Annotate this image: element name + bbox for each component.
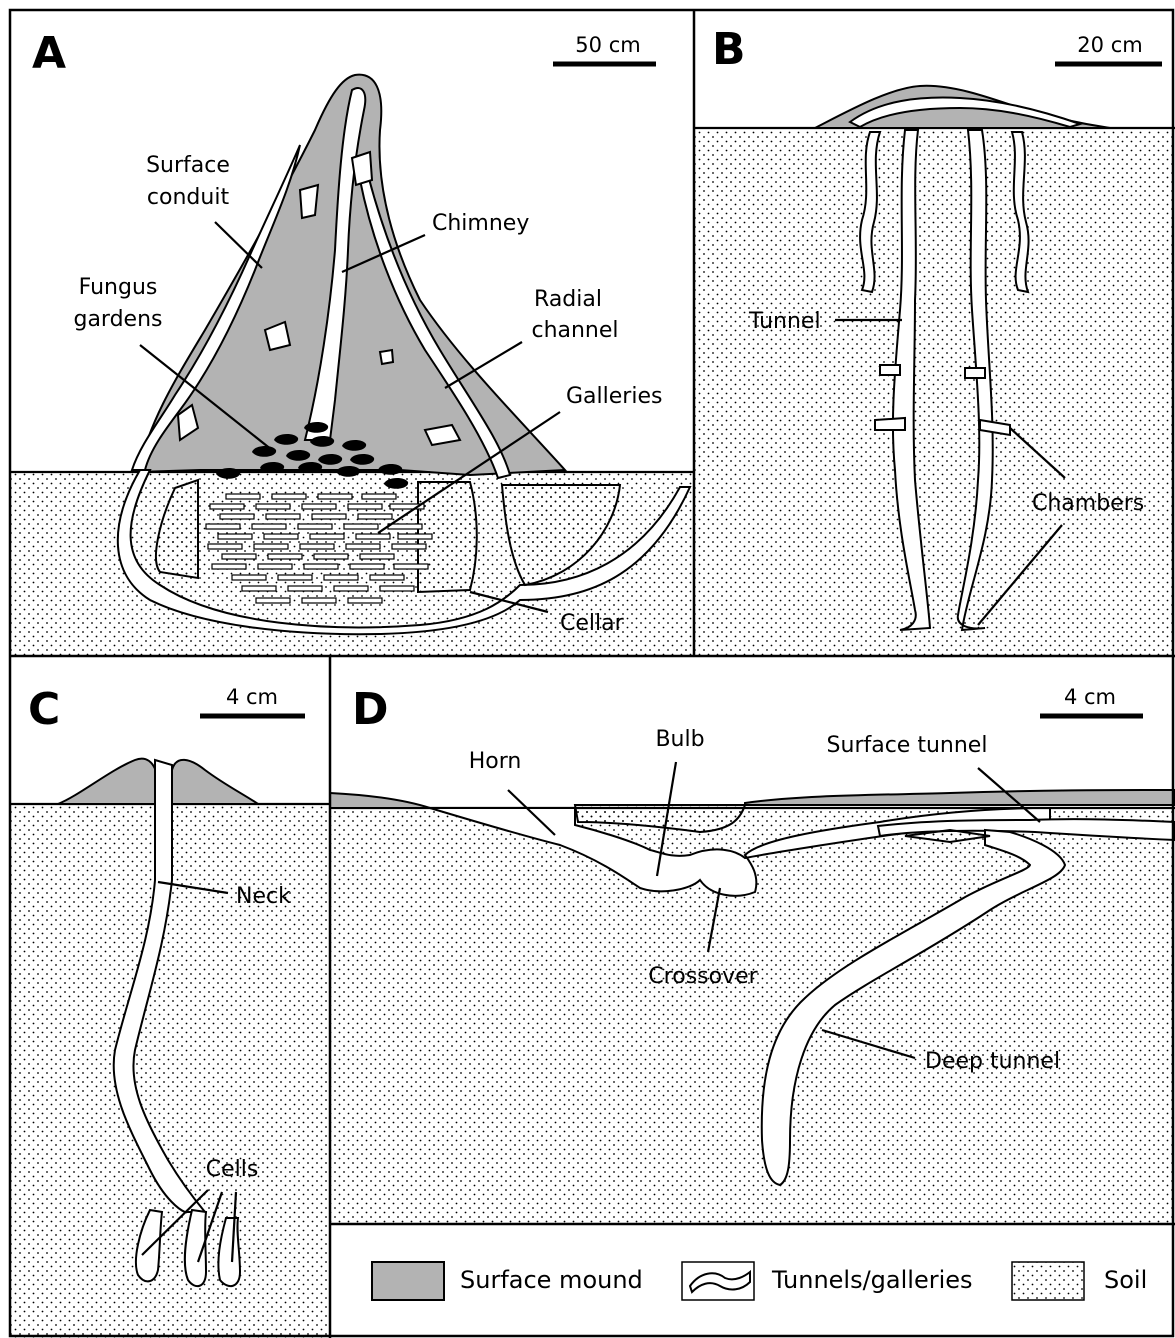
panel-a-label-chimney: Chimney (432, 211, 529, 236)
panel-b-letter: B (712, 24, 746, 75)
gallery-bar (218, 534, 252, 539)
gallery-bar (266, 514, 300, 519)
panel-b: B 20 cm Tunnel Chambers (694, 24, 1175, 656)
panel-d-label-bulb: Bulb (655, 727, 704, 752)
panel-a-label-radial-2: channel (531, 318, 618, 343)
gallery-bar (348, 504, 382, 509)
gallery-bar (220, 514, 254, 519)
gallery-bar (258, 564, 292, 569)
gallery-bar (394, 564, 428, 569)
gallery-bar (300, 544, 334, 549)
gallery-bar (268, 554, 302, 559)
panel-c-label-neck: Neck (236, 884, 291, 909)
gallery-bar (348, 598, 382, 603)
gallery-bar (232, 575, 266, 580)
gallery-bar (210, 504, 244, 509)
panel-a-letter: A (32, 28, 66, 79)
gallery-bar (334, 586, 368, 591)
panel-b-chamber-mid-left (880, 365, 900, 375)
gallery-bar (360, 554, 394, 559)
gallery-bar (256, 504, 290, 509)
gallery-bar (252, 524, 286, 529)
gallery-bar (264, 534, 298, 539)
gallery-bar (318, 494, 352, 499)
legend-label-tunnel: Tunnels/galleries (771, 1266, 973, 1294)
panel-b-chamber-left (875, 418, 905, 430)
panel-c-letter: C (28, 684, 60, 735)
panel-d-scale-label: 4 cm (1064, 685, 1116, 709)
gallery-bar (358, 514, 392, 519)
panel-a-label-surface-conduit-2: conduit (147, 185, 230, 210)
gallery-bar (392, 544, 426, 549)
gallery-bar (302, 598, 336, 603)
gallery-bar (254, 544, 288, 549)
gallery-bar (350, 564, 384, 569)
panel-a-label-galleries: Galleries (566, 384, 662, 409)
gallery-bar (302, 504, 336, 509)
panel-b-label-chambers: Chambers (1032, 491, 1144, 516)
legend-swatch-soil (1012, 1262, 1084, 1300)
gallery-bar (208, 544, 242, 549)
panel-d-label-deep-tunnel: Deep tunnel (925, 1049, 1060, 1074)
panel-d-letter: D (352, 684, 389, 735)
gallery-bar (314, 554, 348, 559)
gallery-bar (346, 544, 380, 549)
gallery-bar (324, 575, 358, 580)
gallery-bar (298, 524, 332, 529)
panel-a: A 50 cm Surface conduit Chimney Fungus g… (10, 28, 694, 656)
gallery-bar (356, 534, 390, 539)
gallery-bar (256, 598, 290, 603)
gallery-bar (242, 586, 276, 591)
legend-label-soil: Soil (1104, 1266, 1147, 1294)
panel-c-scale-label: 4 cm (226, 685, 278, 709)
legend-label-mound: Surface mound (460, 1266, 643, 1294)
panel-d-label-surface-tunnel: Surface tunnel (827, 733, 988, 758)
gallery-bar (398, 534, 432, 539)
gallery-bar (212, 564, 246, 569)
panel-a-hole-4 (380, 350, 393, 364)
gallery-bar (222, 554, 256, 559)
panel-d: D 4 cm Horn Bulb Surface tunnel Crossove… (330, 684, 1175, 1300)
panel-a-label-fungus-2: gardens (73, 307, 162, 332)
gallery-bar (304, 564, 338, 569)
panel-b-scale-label: 20 cm (1077, 33, 1142, 57)
panel-c: C 4 cm Neck Cells (10, 684, 330, 1338)
gallery-bar (312, 514, 346, 519)
panel-d-mound-right (745, 790, 1175, 805)
gallery-bar (272, 494, 306, 499)
panel-a-label-cellar: Cellar (560, 611, 625, 636)
panel-b-soil (694, 128, 1175, 656)
gallery-bar (226, 494, 260, 499)
panel-b-chamber-mid-right (965, 368, 985, 378)
panel-c-label-cells: Cells (206, 1157, 259, 1182)
legend-swatch-mound (372, 1262, 444, 1300)
panel-a-hole-6 (300, 185, 318, 218)
panel-a-hole-3 (352, 152, 372, 185)
panel-a-label-surface-conduit-1: Surface (146, 153, 230, 178)
gallery-bar (344, 524, 378, 529)
gallery-bar (362, 494, 396, 499)
gallery-bar (370, 575, 404, 580)
panel-a-label-fungus-1: Fungus (79, 275, 158, 300)
legend: Surface mound Tunnels/galleries Soil (372, 1262, 1147, 1300)
panel-d-label-crossover: Crossover (648, 964, 758, 989)
gallery-bar (388, 524, 422, 529)
gallery-bar (380, 586, 414, 591)
panel-d-mound-left (330, 793, 430, 808)
gallery-bar (278, 575, 312, 580)
panel-a-scale-label: 50 cm (575, 33, 640, 57)
panel-b-label-tunnel: Tunnel (748, 309, 821, 334)
panel-d-label-horn: Horn (469, 749, 522, 774)
gallery-bar (288, 586, 322, 591)
panel-a-label-radial-1: Radial (534, 287, 602, 312)
gallery-bar (206, 524, 240, 529)
gallery-bar (310, 534, 344, 539)
